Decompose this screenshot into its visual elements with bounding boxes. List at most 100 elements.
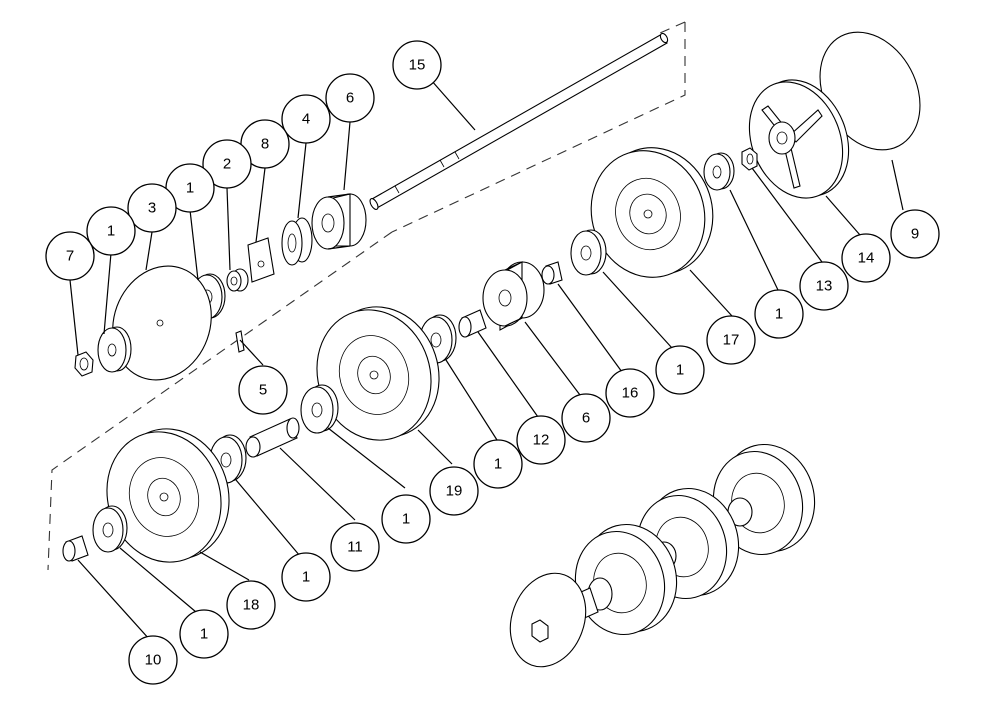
callout-circle <box>561 393 611 443</box>
callout-circle <box>516 415 566 465</box>
callout-circle <box>330 522 380 572</box>
callout-label: 1 <box>186 180 194 197</box>
callout-circle <box>429 466 479 516</box>
callout-circle <box>238 365 288 415</box>
callout-circle <box>890 209 940 259</box>
callout-label: 5 <box>259 382 267 399</box>
callout-circle <box>841 233 891 283</box>
washer-mid-right <box>570 229 607 276</box>
callout-circle <box>179 609 229 659</box>
callout-balloon: 1 <box>381 494 431 544</box>
callout-balloon: 4 <box>281 94 331 144</box>
washer-lower <box>92 505 128 553</box>
callout-label: 1 <box>200 626 208 643</box>
callout-balloon: 12 <box>516 415 566 465</box>
callout-circle <box>655 345 705 395</box>
callout-balloon: 15 <box>392 40 442 90</box>
callout-circle <box>381 494 431 544</box>
callout-balloon: 2 <box>202 139 252 189</box>
callout-balloon: 5 <box>238 365 288 415</box>
callout-circle <box>127 183 177 233</box>
callout-balloon: 14 <box>841 233 891 283</box>
callout-label: 6 <box>346 90 354 107</box>
callout-circle <box>202 139 252 189</box>
bushing-16 <box>541 261 563 285</box>
bracket <box>247 237 275 283</box>
callout-circle <box>473 439 523 489</box>
callout-label: 8 <box>261 136 269 153</box>
callout-balloon: 17 <box>706 315 756 365</box>
callout-balloon: 16 <box>605 368 655 418</box>
sleeve-12 <box>458 309 487 338</box>
callout-circle <box>226 580 276 630</box>
spoked-disc <box>748 79 850 199</box>
shaft <box>369 32 669 210</box>
dashed-assembly-boundary <box>47 21 686 571</box>
callout-label: 1 <box>676 362 684 379</box>
leader-lines <box>69 79 904 641</box>
callout-circle <box>706 315 756 365</box>
callout-balloon: 11 <box>330 522 380 572</box>
callout-label: 7 <box>66 248 74 265</box>
callout-label: 4 <box>302 111 310 128</box>
hub-mid <box>482 261 545 331</box>
washer-center-left <box>300 384 339 434</box>
nut-right <box>741 147 758 171</box>
washer-right <box>703 152 735 191</box>
callout-balloon: 1 <box>281 552 331 602</box>
callout-label: 18 <box>243 597 260 614</box>
key <box>235 330 245 353</box>
callout-balloon: 1 <box>86 206 136 256</box>
callout-balloon: 1 <box>179 609 229 659</box>
callout-balloon: 18 <box>226 580 276 630</box>
wheel-upper <box>590 147 714 278</box>
callout-label: 14 <box>858 250 875 267</box>
callout-circle <box>281 552 331 602</box>
large-disc-left <box>112 265 212 381</box>
small-nut <box>226 268 249 292</box>
callout-balloon: 1 <box>473 439 523 489</box>
callout-balloon: 13 <box>799 261 849 311</box>
callout-balloon: 7 <box>45 231 95 281</box>
callout-circle <box>45 231 95 281</box>
callout-balloon: 19 <box>429 466 479 516</box>
callout-label: 11 <box>347 539 363 556</box>
callout-label: 1 <box>775 306 783 323</box>
callout-circle <box>128 635 178 685</box>
callout-circle <box>392 40 442 90</box>
callout-circle <box>325 73 375 123</box>
hub-upper <box>311 193 367 250</box>
callout-label: 1 <box>302 569 310 586</box>
pulley-ring <box>281 217 313 266</box>
callout-label: 12 <box>533 432 550 449</box>
callout-label: 1 <box>402 511 410 528</box>
callout-label: 17 <box>723 332 740 349</box>
wheel-center <box>316 306 440 441</box>
callout-label: 19 <box>446 483 463 500</box>
callout-label: 1 <box>494 456 502 473</box>
wheel-lower <box>106 428 230 563</box>
callout-balloon: 1 <box>655 345 705 395</box>
callout-label: 16 <box>622 385 639 402</box>
callout-circle <box>799 261 849 311</box>
callout-balloon: 6 <box>561 393 611 443</box>
assembled-view <box>509 443 816 668</box>
callout-label: 10 <box>145 652 162 669</box>
callout-label: 1 <box>107 223 115 240</box>
sleeve-11 <box>245 417 300 458</box>
callout-circle <box>605 368 655 418</box>
callout-label: 9 <box>911 226 919 243</box>
washer-left <box>97 326 132 373</box>
callout-balloon: 6 <box>325 73 375 123</box>
callout-label: 13 <box>816 278 833 295</box>
callout-circle <box>86 206 136 256</box>
callout-circle <box>754 289 804 339</box>
callout-label: 2 <box>223 156 231 173</box>
callout-label: 6 <box>582 410 590 427</box>
callout-circle <box>281 94 331 144</box>
callout-balloon: 3 <box>127 183 177 233</box>
callout-label: 3 <box>148 200 156 217</box>
callout-label: 15 <box>409 57 426 74</box>
